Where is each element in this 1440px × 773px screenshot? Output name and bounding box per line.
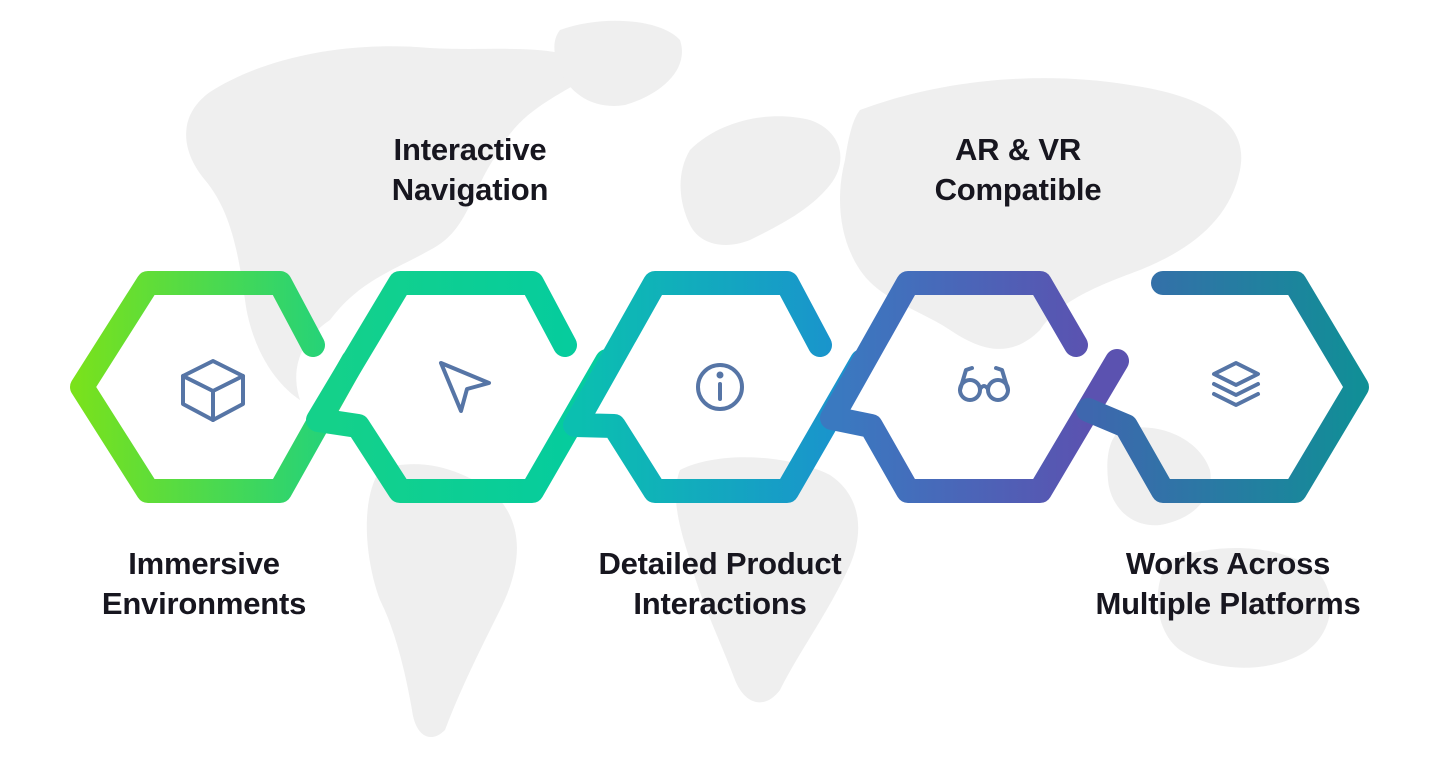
label-line: Detailed Product (598, 546, 842, 581)
map-europe (680, 116, 841, 245)
glasses-icon (958, 366, 1010, 402)
info-icon (696, 363, 744, 411)
label-line: Environments (101, 586, 307, 621)
hexagon-interactive-navigation (306, 271, 619, 503)
layers-icon (1212, 361, 1260, 407)
hexagon-ar-vr-compatible (820, 271, 1129, 503)
map-north-america (186, 46, 600, 400)
cube-icon (181, 359, 245, 422)
label-line: Interactive (393, 132, 547, 167)
label-ar-vr-compatible: AR & VR Compatible (858, 130, 1178, 210)
map-south-america (366, 464, 517, 738)
label-line: Navigation (391, 172, 549, 207)
label-interactive-navigation: Interactive Navigation (310, 130, 630, 210)
label-line: Works Across (1125, 546, 1331, 581)
label-line: Immersive (128, 546, 280, 581)
label-detailed-product-interactions: Detailed Product Interactions (560, 544, 880, 624)
label-line: Interactions (633, 586, 807, 621)
label-immersive-environments: Immersive Environments (44, 544, 364, 624)
hexagon-works-across-platforms (1076, 271, 1369, 503)
map-africa (675, 457, 859, 703)
world-map-background (186, 20, 1331, 738)
label-line: Compatible (934, 172, 1102, 207)
label-line: Multiple Platforms (1095, 586, 1361, 621)
map-australia (1157, 548, 1331, 668)
hexagon-immersive-environments (70, 271, 365, 503)
hexagon-chain (70, 271, 1369, 503)
cursor-arrow-icon (439, 361, 491, 413)
label-works-across-platforms: Works Across Multiple Platforms (1068, 544, 1388, 624)
hexagon-detailed-product-interactions (563, 271, 874, 503)
map-greenland (554, 20, 682, 106)
label-line: AR & VR (954, 132, 1082, 167)
